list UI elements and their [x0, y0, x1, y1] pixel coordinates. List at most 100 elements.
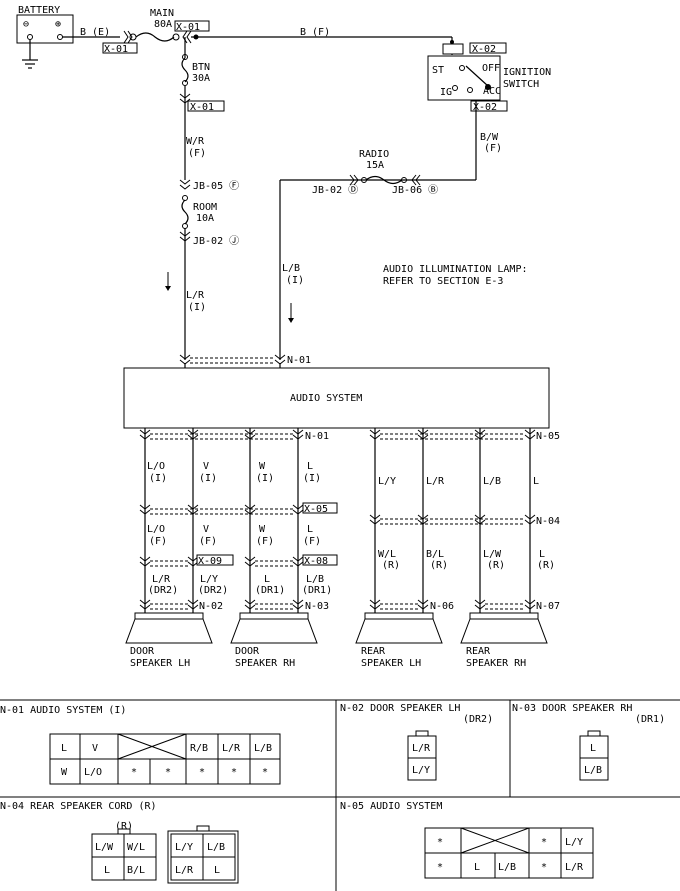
- panel-n03-title: N-03 DOOR SPEAKER RH: [512, 703, 632, 714]
- w-c1-1: (I): [149, 473, 167, 484]
- w-c8-2: (R): [537, 560, 555, 571]
- ignition-ig: IG: [440, 87, 452, 98]
- fuse-radio-name: RADIO: [359, 149, 389, 160]
- connector-n01: N-01: [287, 355, 311, 366]
- w-c5-1: W/L: [378, 549, 396, 560]
- wire-label-b-w-loc: (F): [484, 143, 502, 154]
- w-c2-5: (DR2): [198, 585, 228, 596]
- connector-x08: X-08: [304, 556, 328, 567]
- panel-n02-title: N-02 DOOR SPEAKER LH: [340, 703, 460, 714]
- panel-n04-connector-right: [167, 825, 239, 884]
- n04-r-0: L/Y: [175, 842, 193, 853]
- fuse-radio-symbol: [365, 175, 403, 185]
- w-c7-0: L/B: [483, 476, 501, 487]
- n04-r-2: L/R: [175, 865, 194, 876]
- connector-x09: X-09: [198, 556, 222, 567]
- battery-symbol: [16, 14, 74, 44]
- rear-rh-2: SPEAKER RH: [466, 658, 526, 669]
- fuse-btn-name: BTN: [192, 62, 210, 73]
- connector-x01-b: X-01: [176, 22, 200, 33]
- n01-top-0: L: [61, 743, 67, 754]
- n04-l-3: B/L: [127, 865, 145, 876]
- connector-n02: N-02: [199, 601, 223, 612]
- rear-rh-1: REAR: [466, 646, 491, 657]
- w-c8-1: L: [539, 549, 545, 560]
- n01-bot-0: W: [61, 767, 68, 778]
- connector-n01-b: N-01: [305, 431, 329, 442]
- n03-pin-0: L: [590, 743, 596, 754]
- w-c3-2: W: [259, 524, 266, 535]
- panel-n03-sub: (DR1): [635, 714, 665, 725]
- wire-label-w-r: W/R: [186, 136, 205, 147]
- w-c4-0: L: [307, 461, 313, 472]
- fuse-btn-rating: 30A: [192, 73, 210, 84]
- connector-n06: N-06: [430, 601, 454, 612]
- fuse-radio-rating: 15A: [366, 160, 384, 171]
- door-lh-2: SPEAKER LH: [130, 658, 190, 669]
- n04-l-1: W/L: [127, 842, 145, 853]
- panel-n02-connector: [407, 730, 437, 781]
- rear-lh-2: SPEAKER LH: [361, 658, 421, 669]
- n05-bot-4: L/R: [565, 862, 584, 873]
- note-line-1: AUDIO ILLUMINATION LAMP:: [383, 264, 528, 275]
- door-speaker-rh: [230, 612, 318, 644]
- connector-x05: X-05: [304, 504, 328, 515]
- w-c4-2: L: [307, 524, 313, 535]
- connector-x02-a: X-02: [472, 44, 496, 55]
- junction-jb06: JB-06 Ⓑ: [392, 184, 438, 196]
- n01-bot-3: *: [165, 767, 171, 778]
- w-c2-1: (I): [199, 473, 217, 484]
- connector-x01-a: X-01: [104, 44, 128, 55]
- fuse-main-rating: 80A: [154, 19, 172, 30]
- w-c4-5: (DR1): [302, 585, 332, 596]
- ignition-off: OFF: [482, 63, 500, 74]
- audio-system-box: [123, 367, 550, 429]
- w-c1-2: L/O: [147, 524, 165, 535]
- wire-label-w-r-loc: (F): [188, 148, 206, 159]
- w-c1-4: L/R: [152, 574, 171, 585]
- n05-top-0: *: [437, 837, 443, 848]
- battery-label: BATTERY: [18, 5, 60, 16]
- door-speaker-lh: [125, 612, 213, 644]
- fuse-room-rating: 10A: [196, 213, 214, 224]
- junction-jb02-room: JB-02 Ⓙ: [193, 235, 239, 247]
- audio-system-label: AUDIO SYSTEM: [290, 393, 362, 404]
- n05-bot-3: *: [541, 862, 547, 873]
- w-c3-3: (F): [256, 536, 274, 547]
- ignition-switch: [427, 55, 501, 101]
- ignition-title-2: SWITCH: [503, 79, 539, 90]
- wire-label-l-b-loc: (I): [286, 275, 304, 286]
- panel-n05-connector: [424, 827, 594, 879]
- fuse-room-symbol: [181, 199, 189, 225]
- w-c3-0: W: [259, 461, 266, 472]
- battery-minus: ⊖: [23, 19, 29, 30]
- w-c4-1: (I): [303, 473, 321, 484]
- n01-top-4: L/B: [254, 743, 272, 754]
- n04-r-3: L: [214, 865, 220, 876]
- n05-bot-2: L/B: [498, 862, 516, 873]
- w-c7-1: L/W: [483, 549, 502, 560]
- w-c5-2: (R): [382, 560, 400, 571]
- wire-label-b-w: B/W: [480, 132, 499, 143]
- panel-n03-connector: [579, 730, 609, 781]
- w-c1-0: L/O: [147, 461, 165, 472]
- connector-x01-c: X-01: [190, 102, 214, 113]
- n01-bot-2: *: [131, 767, 137, 778]
- n01-bot-6: *: [262, 767, 268, 778]
- panel-n01-title: N-01 AUDIO SYSTEM (I): [0, 705, 126, 716]
- w-c6-2: (R): [430, 560, 448, 571]
- panel-n04-title: N-04 REAR SPEAKER CORD (R): [0, 801, 157, 812]
- panel-n04-tag: (R): [115, 821, 133, 832]
- w-c4-3: (F): [303, 536, 321, 547]
- w-c7-2: (R): [487, 560, 505, 571]
- fuse-main-name: MAIN: [150, 8, 174, 19]
- w-c1-3: (F): [149, 536, 167, 547]
- panel-n02-sub: (DR2): [463, 714, 493, 725]
- n05-bot-1: L: [474, 862, 480, 873]
- fuse-btn-symbol: [181, 57, 189, 83]
- wire-label-l-b: L/B: [282, 263, 300, 274]
- w-c6-0: L/R: [426, 476, 445, 487]
- note-line-2: REFER TO SECTION E-3: [383, 276, 503, 287]
- ignition-title-1: IGNITION: [503, 67, 551, 78]
- wire-label-l-r-loc: (I): [188, 302, 206, 313]
